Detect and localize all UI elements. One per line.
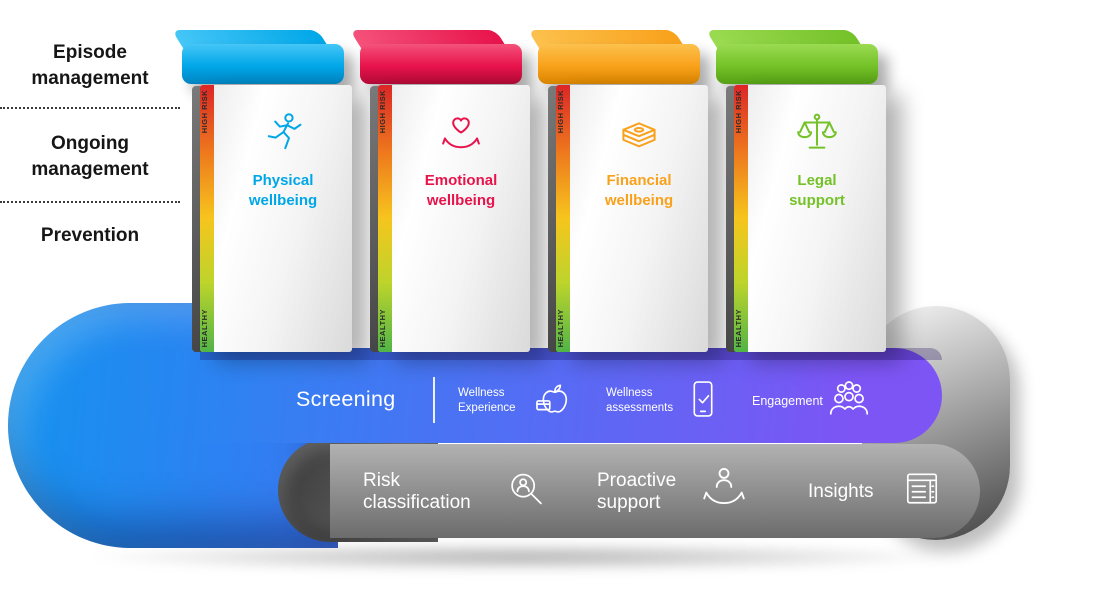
pillar-legal-support: HIGH RISK HEALTHY Legal support (705, 28, 892, 358)
healthy-label: HEALTHY (556, 308, 565, 347)
pillar-cap (716, 44, 878, 84)
risk-gradient-strip: HIGH RISK HEALTHY (556, 85, 570, 352)
runner-icon (267, 113, 302, 150)
services-belt (330, 444, 980, 538)
pillar-body: HIGH RISK HEALTHY Physical wellbeing (200, 85, 352, 352)
person-care-icon (703, 467, 745, 505)
pillar-title: Financial wellbeing (604, 172, 674, 209)
pillar-title: Physical wellbeing (248, 172, 318, 209)
stage-label: Episode management (31, 42, 149, 89)
people-group-icon (829, 381, 869, 415)
pillar-body: HIGH RISK HEALTHY Emotional wellbeing (378, 85, 530, 352)
pillar-physical-wellbeing: HIGH RISK HEALTHY Physical wellbeing (171, 28, 358, 358)
high-risk-label: HIGH RISK (734, 90, 743, 134)
stage-labels: Episode management Ongoing management Pr… (0, 30, 180, 248)
pillar-body: HIGH RISK HEALTHY Financial wellbeing (556, 85, 708, 352)
pillar-body: HIGH RISK HEALTHY Legal support (734, 85, 886, 352)
divider (433, 377, 435, 423)
pillar-side (548, 86, 558, 352)
risk-gradient-strip: HIGH RISK HEALTHY (734, 85, 748, 352)
pillar-title: Emotional wellbeing (424, 172, 498, 209)
risk-gradient-strip: HIGH RISK HEALTHY (200, 85, 214, 352)
stage-label: Ongoing management (31, 133, 149, 180)
service-item-proactive-support: Proactive support (597, 470, 677, 514)
service-item-risk-classification: Risk classification (363, 470, 471, 514)
screening-item-wellness-assessments: Wellness assessments (606, 387, 674, 414)
pillar-side (370, 86, 380, 352)
stage-episode-management: Episode management (0, 30, 180, 110)
high-risk-label: HIGH RISK (556, 90, 565, 134)
apple-card-icon (536, 384, 568, 413)
phone-check-icon (693, 381, 713, 417)
stage-label: Prevention (40, 224, 140, 246)
service-item-insights: Insights (808, 481, 874, 502)
pillar-emotional-wellbeing: HIGH RISK HEALTHY Emotional wellbeing (349, 28, 536, 358)
stage-prevention: Prevention (0, 203, 180, 249)
heart-hands-icon (442, 117, 480, 149)
stage-ongoing-management: Ongoing management (0, 109, 180, 203)
healthy-label: HEALTHY (200, 308, 209, 347)
pillar-side (726, 86, 736, 352)
scales-icon (797, 113, 837, 149)
risk-gradient-strip: HIGH RISK HEALTHY (378, 85, 392, 352)
high-risk-label: HIGH RISK (378, 90, 387, 134)
pillar-title: Legal support (789, 172, 845, 209)
pillar-financial-wellbeing: HIGH RISK HEALTHY Financial wellbeing (527, 28, 714, 358)
pillar-cap (538, 44, 700, 84)
money-stack-icon (622, 122, 656, 148)
pillar-cap (360, 44, 522, 84)
screening-item-engagement: Engagement (752, 394, 823, 408)
screening-title: Screening (296, 387, 396, 411)
screening-belt (200, 348, 942, 443)
screening-item-wellness-experience: Wellness Experience (458, 387, 516, 414)
pillar-cap (182, 44, 344, 84)
healthy-label: HEALTHY (734, 308, 743, 347)
report-icon (906, 473, 938, 504)
healthy-label: HEALTHY (378, 308, 387, 347)
person-search-icon (511, 473, 542, 505)
high-risk-label: HIGH RISK (200, 90, 209, 134)
pillar-side (192, 86, 202, 352)
